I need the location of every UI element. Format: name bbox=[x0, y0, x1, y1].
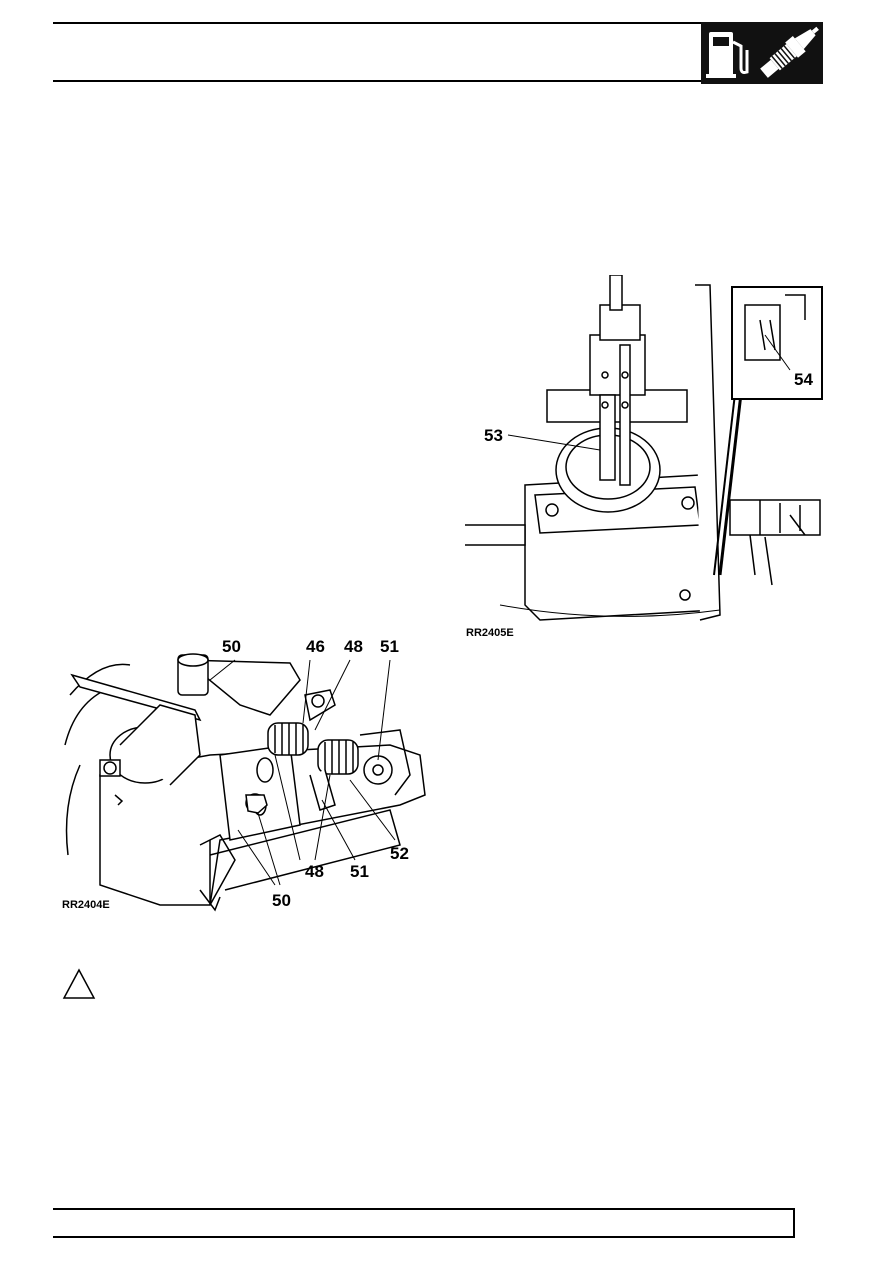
callout-48: 48 bbox=[344, 637, 363, 656]
fuel-pump-icon bbox=[706, 32, 749, 78]
callout-46: 46 bbox=[306, 637, 325, 656]
header-rule bbox=[53, 80, 823, 82]
page-footer bbox=[53, 1208, 795, 1238]
section-logo bbox=[701, 22, 823, 84]
callout-48-lower: 48 bbox=[305, 862, 324, 881]
callout-53: 53 bbox=[484, 426, 503, 445]
figure-reference: RR2404E bbox=[62, 899, 110, 911]
throttle-linkage-illustration: 50 46 48 51 48 51 52 50 RR2404E bbox=[60, 635, 432, 917]
header-top-rule bbox=[53, 22, 703, 24]
callout-50: 50 bbox=[222, 637, 241, 656]
callout-51: 51 bbox=[380, 637, 399, 656]
warning-triangle-icon bbox=[62, 968, 96, 999]
callout-50-lower: 50 bbox=[272, 891, 291, 910]
figure-reference: RR2405E bbox=[466, 627, 514, 639]
spark-plug-icon bbox=[760, 26, 819, 78]
throttle-body-gauge-illustration: 53 54 RR2405E bbox=[460, 274, 825, 643]
callout-54: 54 bbox=[794, 370, 813, 389]
callout-51-lower: 51 bbox=[350, 862, 369, 881]
callout-52: 52 bbox=[390, 844, 409, 863]
